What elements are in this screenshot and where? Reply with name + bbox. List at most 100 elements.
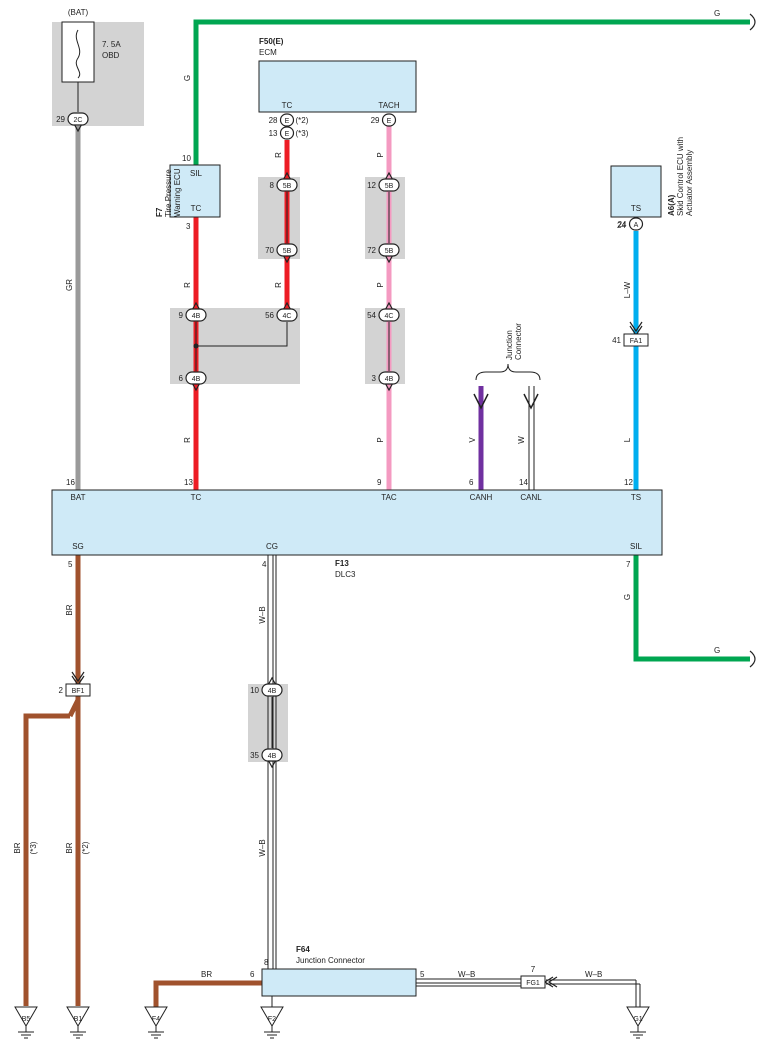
connector-id: 5B: [283, 183, 292, 190]
svg-text:3: 3: [186, 222, 191, 231]
dlc3-pin-name: TS: [631, 493, 641, 502]
svg-text:8: 8: [264, 958, 269, 967]
svg-text:TS: TS: [631, 204, 641, 213]
wire-color-label: BR: [65, 842, 74, 853]
fuse-obd: (BAT) 7. 5A OBD: [61, 8, 121, 112]
dlc3-pin-number: 5: [68, 560, 73, 569]
wire-color-label: P: [376, 282, 385, 287]
wire-color-label: P: [376, 437, 385, 442]
ground-label: F2: [268, 1016, 276, 1023]
svg-text:A6(A): A6(A): [667, 194, 676, 216]
connector-pin: 24: [618, 220, 627, 229]
connector-id: E: [285, 118, 290, 125]
connector-pin: 29: [371, 116, 380, 125]
svg-text:TC: TC: [282, 101, 293, 110]
svg-text:24: 24: [617, 221, 626, 230]
ecm-box: F50(E) ECM TC TACH: [258, 37, 417, 113]
dlc3-pin-number: 9: [377, 478, 382, 487]
dlc3-name: DLC3: [335, 570, 356, 579]
connector-pin: 7: [531, 965, 536, 974]
dlc3-pin-number: 14: [519, 478, 528, 487]
fuse-rating: 7. 5A: [102, 40, 121, 49]
connector-badge: 4B6: [179, 371, 207, 392]
connector-id: 4B: [268, 753, 277, 760]
svg-text:TACH: TACH: [378, 101, 399, 110]
wire-color-label: V: [468, 437, 477, 443]
wire-color-label: W–B: [585, 970, 602, 979]
ground-label: G1: [633, 1016, 642, 1023]
connector-pin: 70: [265, 246, 274, 255]
wire-color-label: L: [623, 437, 632, 442]
shade-areas: [52, 22, 405, 762]
svg-text:Tire Pressure: Tire Pressure: [164, 169, 173, 217]
connector-badge: E 29: [371, 113, 397, 127]
connector-id: FG1: [526, 980, 540, 987]
ground-symbol: F4: [144, 1006, 168, 1039]
svg-text:Connector: Connector: [514, 323, 523, 360]
connector-id: BF1: [72, 688, 85, 695]
ecm-name: ECM: [259, 48, 277, 57]
wire-green-top: [193, 19, 750, 165]
connector-pin: 72: [367, 246, 376, 255]
ground-label: B1: [74, 1016, 83, 1023]
wire-white-black-cg: [267, 555, 277, 970]
wire-color-label: GR: [65, 279, 74, 291]
wire-brown-f4: [153, 980, 262, 1008]
dlc3-pin-name: CANL: [520, 493, 542, 502]
svg-text:Actuator Assembly: Actuator Assembly: [685, 150, 694, 216]
svg-text:F64: F64: [296, 945, 310, 954]
svg-text:F7: F7: [155, 207, 164, 217]
dlc3-pin-name: SG: [72, 542, 84, 551]
connector-id: 2C: [74, 117, 83, 124]
connector-id: 5B: [385, 248, 394, 255]
dlc3-pin-name: SIL: [630, 542, 643, 551]
connector-pin: 54: [367, 311, 376, 320]
svg-text:10: 10: [182, 154, 191, 163]
f64-junction-connector: F64 Junction Connector 8 6 5: [250, 945, 425, 997]
connector-id: 5B: [385, 183, 394, 190]
ground-symbol: F2: [260, 1006, 284, 1039]
wire-green-bottom: [633, 555, 750, 662]
fuse-name: OBD: [102, 51, 120, 60]
connector-rect: FG1 7: [520, 965, 558, 989]
dlc3-pin-number: 4: [262, 560, 267, 569]
connector-id: A: [634, 222, 639, 229]
connector-pin: 8: [270, 181, 275, 190]
wire-brown-b5: [23, 713, 70, 1006]
connector-pin: 6: [179, 374, 184, 383]
dlc3-pin-name: TC: [191, 493, 202, 502]
connector-id: 4C: [385, 313, 394, 320]
connector-pin: 10: [250, 686, 259, 695]
connector-pin: 35: [250, 751, 259, 760]
connector-badge: 4B9: [179, 301, 207, 322]
connector-id: 4B: [192, 313, 201, 320]
wire-color-label: G: [623, 594, 632, 600]
dlc3-pin-name: BAT: [71, 493, 86, 502]
connector-badge: 5B 8: [270, 171, 298, 192]
wire-color-label: R: [183, 282, 192, 288]
connector-id: 4C: [283, 313, 292, 320]
dlc3-pin-number: 16: [66, 478, 75, 487]
wire-color-label: G: [183, 75, 192, 81]
connector-pin: 13: [269, 129, 278, 138]
connector-badge: E28(*2): [269, 113, 309, 127]
svg-text:Warning ECU: Warning ECU: [173, 168, 182, 217]
ground-label: F4: [152, 1016, 160, 1023]
connector-pin: 41: [612, 336, 621, 345]
wire-color-label: G: [714, 646, 720, 655]
connector-id: 4B: [385, 376, 394, 383]
connector-badge: E13(*3): [269, 126, 309, 140]
connector-id: E: [387, 118, 392, 125]
wire-color-label: (*3): [29, 841, 38, 854]
wire-color-label: R: [274, 152, 283, 158]
wire-color-label: BR: [201, 970, 212, 979]
dlc3-pin-number: 6: [469, 478, 474, 487]
ground-symbol: G1: [626, 1006, 650, 1039]
connector-pin: 3: [372, 374, 377, 383]
tire-pressure-ecu: SIL TC 10 3 F7 Tire Pressure Warning ECU: [155, 154, 221, 231]
svg-text:Junction: Junction: [505, 330, 514, 360]
